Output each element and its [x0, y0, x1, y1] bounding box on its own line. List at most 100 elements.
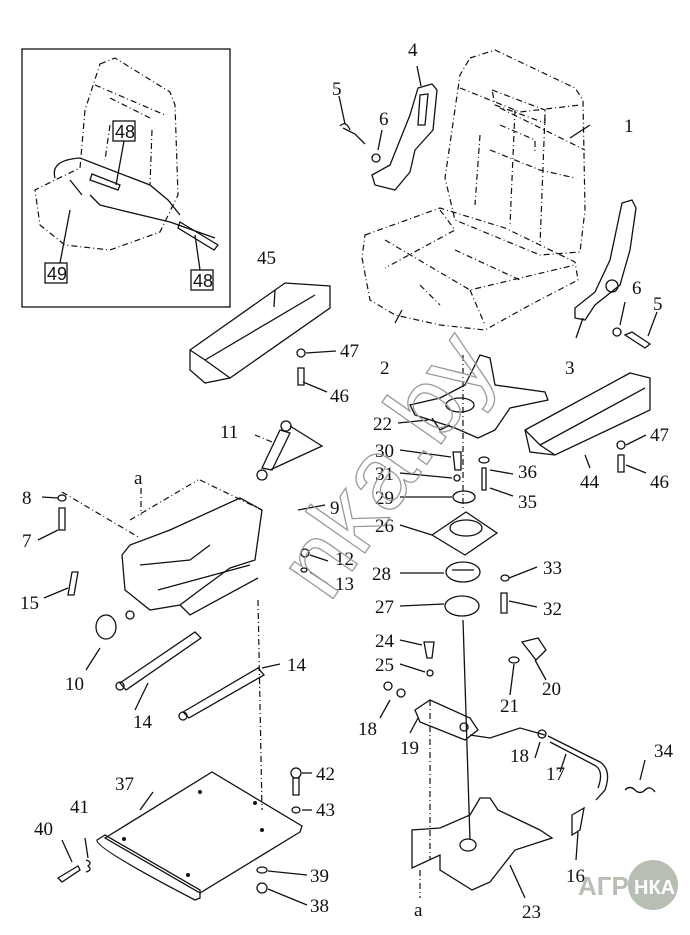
- callout-11: 11: [220, 422, 238, 443]
- inset-seat-drawing: [34, 57, 219, 251]
- agro-nka-logo: АГРО НКА: [578, 860, 678, 910]
- inset-frame: [21, 48, 231, 308]
- callout-23: 23: [522, 902, 541, 923]
- bolt-30: [452, 451, 462, 471]
- leader-lines: [37, 65, 658, 906]
- armrest-bracket-left: [371, 83, 438, 191]
- inset-callout-49: 49: [44, 209, 71, 284]
- callout-26: 26: [375, 516, 394, 537]
- washer-25: [426, 669, 434, 677]
- seat-back: [444, 49, 586, 256]
- callout-2: 2: [380, 358, 390, 379]
- bolt-32: [500, 592, 508, 614]
- washer-33: [500, 574, 510, 582]
- roller-14-left: [115, 631, 203, 691]
- cap-18-right: [537, 729, 547, 739]
- callout-7: 7: [22, 531, 32, 552]
- cap-12: [300, 548, 310, 558]
- callout-35: 35: [518, 492, 537, 513]
- armrest-fasteners: [296, 348, 626, 473]
- armrest-bracket-right: [574, 199, 637, 321]
- bolt-35: [481, 467, 487, 491]
- callout-21: 21: [500, 696, 519, 717]
- logo-right-text: НКА: [634, 877, 675, 899]
- callout-9: 9: [330, 498, 340, 519]
- callout-labels: 1 2 3 4 5 5 6 6 7 8 9 10 11 12 13 14 14 …: [20, 40, 674, 923]
- caps-18-left: [383, 681, 406, 698]
- lever-bracket-19: [414, 699, 479, 741]
- ring-21: [508, 656, 520, 664]
- svg-text:49: 49: [47, 264, 67, 284]
- armrest-44: [524, 372, 651, 456]
- armrest-45: [189, 282, 331, 384]
- callout-18-right: 18: [510, 746, 529, 767]
- washer-41: [85, 859, 91, 873]
- callout-28: 28: [372, 564, 391, 585]
- bolt-5-left: [339, 123, 366, 145]
- callout-6-left: 6: [379, 109, 389, 130]
- plate-29: [452, 490, 476, 504]
- callout-47-right: 47: [650, 425, 669, 446]
- callout-42: 42: [316, 764, 335, 785]
- bolt-40: [56, 865, 81, 883]
- callout-41: 41: [70, 797, 89, 818]
- washer-31: [453, 474, 461, 482]
- callout-33: 33: [543, 558, 562, 579]
- washer-6-right: [612, 327, 622, 337]
- lever-17: [547, 735, 609, 801]
- roller-14-right: [178, 667, 266, 721]
- ring-27: [444, 595, 480, 617]
- callout-44: 44: [580, 472, 600, 493]
- nut-8: [57, 494, 67, 502]
- washer-6-left: [371, 153, 381, 163]
- washer-36: [478, 456, 490, 464]
- callout-14-left: 14: [133, 712, 153, 733]
- bolt-7: [58, 507, 66, 531]
- seat-cushion: [361, 207, 579, 331]
- link-rod: [469, 727, 546, 739]
- callout-a-bottom: a: [414, 900, 423, 921]
- callout-22: 22: [373, 414, 392, 435]
- grip-16: [571, 806, 585, 837]
- callout-46-left: 46: [330, 386, 349, 407]
- callout-37: 37: [115, 774, 134, 795]
- bearing-plate-26: [430, 511, 499, 556]
- mounting-plate-23: [411, 797, 554, 891]
- callout-39: 39: [310, 866, 329, 887]
- svg-text:48: 48: [115, 122, 135, 142]
- callout-14-right: 14: [287, 655, 307, 676]
- washer-39: [256, 866, 268, 874]
- pin-15: [67, 571, 79, 596]
- callout-34: 34: [654, 741, 674, 762]
- shock-absorber-11: [256, 420, 324, 481]
- svg-text:48: 48: [193, 271, 213, 291]
- callout-24: 24: [375, 631, 395, 652]
- knob-20: [520, 637, 547, 661]
- nut-38: [256, 882, 268, 894]
- callout-8: 8: [22, 488, 32, 509]
- callout-5-right: 5: [653, 294, 663, 315]
- callout-30: 30: [375, 441, 394, 462]
- callout-16: 16: [566, 866, 585, 887]
- callout-25: 25: [375, 655, 394, 676]
- callout-31: 31: [375, 464, 394, 485]
- inset-seatbelt-panel: 48 48 49: [21, 48, 231, 308]
- callout-36: 36: [518, 462, 537, 483]
- callout-4: 4: [408, 40, 418, 61]
- callout-3: 3: [565, 358, 575, 379]
- callout-40: 40: [34, 819, 53, 840]
- inset-callout-48-bottom: 48: [190, 234, 214, 291]
- washer-43: [291, 806, 301, 814]
- callout-12: 12: [335, 549, 354, 570]
- inset-callout-48-top: 48: [112, 120, 136, 186]
- callout-13: 13: [335, 574, 354, 595]
- guide-line-frame: [257, 599, 263, 811]
- callout-5-left: 5: [332, 79, 342, 100]
- callout-6-right: 6: [632, 278, 642, 299]
- suspension-frame: [61, 479, 263, 620]
- callout-29: 29: [375, 488, 394, 509]
- callout-17: 17: [546, 764, 565, 785]
- bolt-5-right: [623, 331, 652, 349]
- logo-left-text: АГРО: [578, 871, 649, 901]
- bolt-42: [290, 767, 302, 796]
